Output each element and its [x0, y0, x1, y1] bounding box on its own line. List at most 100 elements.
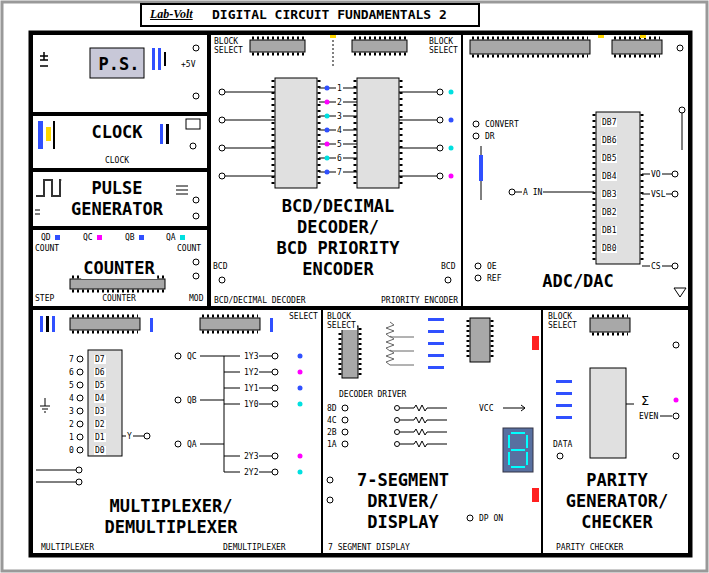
led-symbol [449, 90, 454, 95]
pin-label: QC [186, 352, 198, 361]
capacitor-symbol [556, 392, 572, 395]
terminal [342, 417, 348, 423]
pin-label: DB4 [601, 172, 617, 181]
display-segments [509, 433, 527, 467]
terminal [272, 385, 278, 391]
terminal [77, 356, 83, 362]
pin-label: 1A [326, 440, 338, 449]
panel-title: CLOCK [89, 122, 144, 143]
ic-chip [70, 318, 140, 330]
pin-label: COUNT [176, 244, 202, 253]
pin-label: QC [82, 233, 94, 242]
pin-label: 2Y3 [243, 452, 259, 461]
pin-label: BCD [440, 262, 456, 271]
terminal [395, 442, 400, 447]
terminal [473, 121, 479, 127]
signal-label: EVEN [638, 412, 659, 421]
pin-number: 4 [336, 126, 343, 135]
terminal [342, 429, 348, 435]
terminal [677, 45, 683, 51]
signal-label: CONVERT [484, 120, 520, 129]
led-symbol [298, 370, 303, 375]
pin-number: 3 [68, 407, 75, 416]
signal-label: A IN [522, 188, 543, 197]
terminal [219, 117, 225, 123]
potentiometer-symbol [479, 155, 483, 181]
terminal [193, 259, 199, 265]
panel-title: P.S. [97, 54, 142, 75]
pin-number: 0 [68, 446, 75, 455]
terminal [473, 133, 479, 139]
capacitor-symbol [428, 354, 444, 357]
circuit-panel: MULTIPLEXER/ DEMULTIPLEXER [31, 308, 323, 555]
terminal [437, 89, 443, 95]
capacitor-symbol [53, 121, 55, 149]
pin-number: 7 [68, 355, 75, 364]
terminal [272, 453, 278, 459]
terminal [437, 117, 443, 123]
pin-label: D0 [94, 446, 106, 455]
terminal [272, 401, 278, 407]
led-symbol [598, 35, 604, 38]
terminal [672, 263, 678, 269]
pin-label: D3 [94, 407, 106, 416]
led-symbol [449, 118, 454, 123]
plus-minus-symbol [40, 52, 48, 66]
wire [333, 40, 334, 66]
panel-title: PULSE GENERATOR [61, 178, 172, 220]
pin-number: 5 [68, 381, 75, 390]
supply-plate [90, 48, 144, 78]
led-symbol [180, 235, 185, 240]
signal-label: CS [650, 262, 662, 271]
pin-label: D2 [94, 420, 106, 429]
terminal [190, 143, 196, 149]
resistor-symbol [386, 322, 414, 365]
terminal [437, 145, 443, 151]
ground-symbol [40, 398, 50, 412]
led-symbol [674, 398, 679, 403]
block-select-label: BLOCK SELECT [547, 312, 578, 330]
terminal [76, 467, 82, 473]
panel-title: MULTIPLEXER/ DEMULTIPLEXER [100, 496, 242, 538]
ic-chip [88, 350, 122, 456]
seven-segment-display [503, 428, 533, 472]
terminal [175, 353, 181, 359]
sum-symbol: Σ [640, 394, 650, 408]
terminal [77, 395, 83, 401]
terminal [673, 413, 679, 419]
circuit-panel: PULSE GENERATOR [31, 170, 209, 228]
ic-chip [70, 279, 165, 289]
led-symbol [532, 488, 539, 502]
capacitor-symbol [160, 124, 163, 144]
terminal [272, 469, 278, 475]
terminal [475, 275, 481, 281]
wire [642, 174, 672, 266]
pin-label: 1Y3 [243, 352, 259, 361]
pin-number: 1 [68, 433, 75, 442]
pin-label: D7 [94, 355, 106, 364]
ic-chip [275, 78, 317, 188]
led-symbol [139, 235, 144, 240]
pin-label: DB7 [601, 118, 617, 127]
terminal [272, 369, 278, 375]
voltage-label: +5V [180, 60, 196, 69]
terminal [342, 405, 348, 411]
circuit-panel: COUNTERCOUNTER [31, 228, 209, 308]
resistor-symbol [400, 405, 447, 447]
wire [258, 356, 272, 472]
terminal [77, 434, 83, 440]
panel-title: 7-SEGMENT DRIVER/ DISPLAY [347, 470, 458, 533]
pin-label: QB [124, 233, 136, 242]
board-title: DIGITAL CIRCUIT FUNDAMENTALS 2 [212, 7, 447, 22]
circuit-name: PARITY CHECKER [555, 543, 624, 552]
terminal [193, 213, 199, 219]
led-symbol [449, 146, 454, 151]
pin-number: 4 [68, 394, 75, 403]
led-symbol [298, 470, 303, 475]
terminal [77, 421, 83, 427]
wire [36, 470, 76, 482]
pin-label: 2Y2 [243, 468, 259, 477]
wire [35, 210, 40, 214]
led-symbol [325, 170, 330, 175]
